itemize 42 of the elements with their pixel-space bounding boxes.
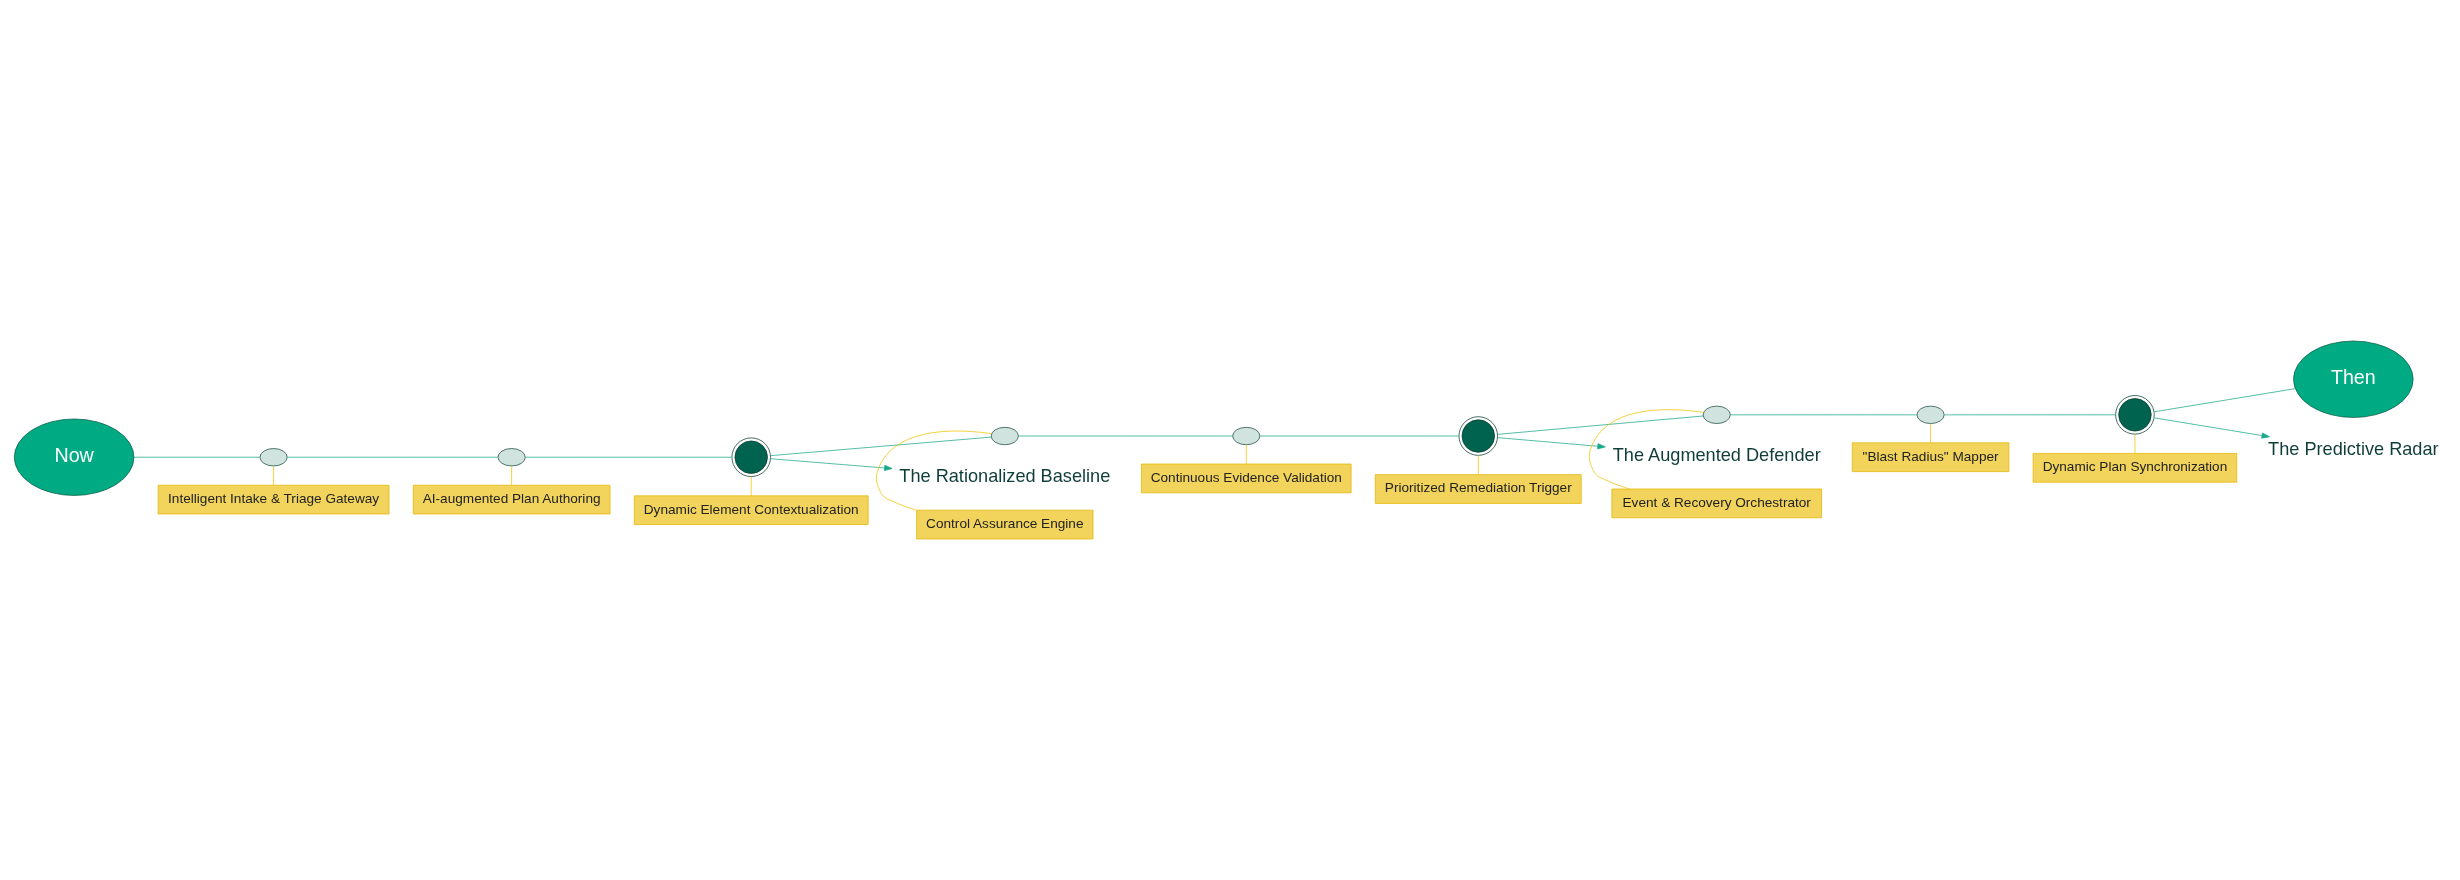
connector [287, 456, 499, 458]
connector [511, 465, 513, 486]
node-text: The Predictive Radar [2268, 439, 2439, 460]
connector [1477, 455, 1479, 475]
node-box: Continuous Evidence Validation [1141, 463, 1352, 494]
node-box: Control Assurance Engine [916, 509, 1094, 540]
arrow [2153, 417, 2270, 439]
node-box: Dynamic Element Contextualization [633, 495, 869, 525]
connector [2134, 434, 2136, 454]
node-circle [259, 448, 288, 467]
connector [875, 430, 992, 511]
node-circle [1232, 426, 1261, 446]
connector [133, 456, 261, 458]
connector [525, 456, 733, 458]
node-ellipse: Then [2293, 340, 2414, 418]
arrow [1497, 437, 1606, 450]
node-circle [497, 448, 526, 467]
connector [750, 476, 752, 497]
node-box: Prioritized Remediation Trigger [1374, 474, 1582, 504]
connector [1245, 444, 1247, 465]
connector [1930, 423, 1931, 444]
node-box: Intelligent Intake & Triage Gateway [157, 484, 390, 515]
node-box: AI-augmented Plan Authoring [412, 484, 611, 515]
connector [2153, 388, 2296, 413]
connector [1018, 435, 1233, 437]
node-box: Dynamic Plan Synchronization [2032, 453, 2238, 483]
connector [770, 436, 992, 457]
connector [273, 465, 274, 486]
node-circle [1702, 405, 1731, 424]
connector [1943, 414, 2116, 416]
node-box: Event & Recovery Orchestrator [1611, 488, 1822, 519]
node-text: The Rationalized Baseline [899, 466, 1111, 487]
arrow [770, 458, 893, 471]
connector [1730, 414, 1918, 416]
node-text: The Augmented Defender [1612, 445, 1821, 466]
connector [1259, 435, 1460, 437]
node-box: "Blast Radius" Mapper [1851, 442, 2010, 472]
node-circle [990, 426, 1019, 446]
node-circle [1916, 405, 1945, 424]
connector [1497, 415, 1704, 435]
node-ellipse: Now [13, 418, 135, 496]
connector [1588, 409, 1704, 490]
